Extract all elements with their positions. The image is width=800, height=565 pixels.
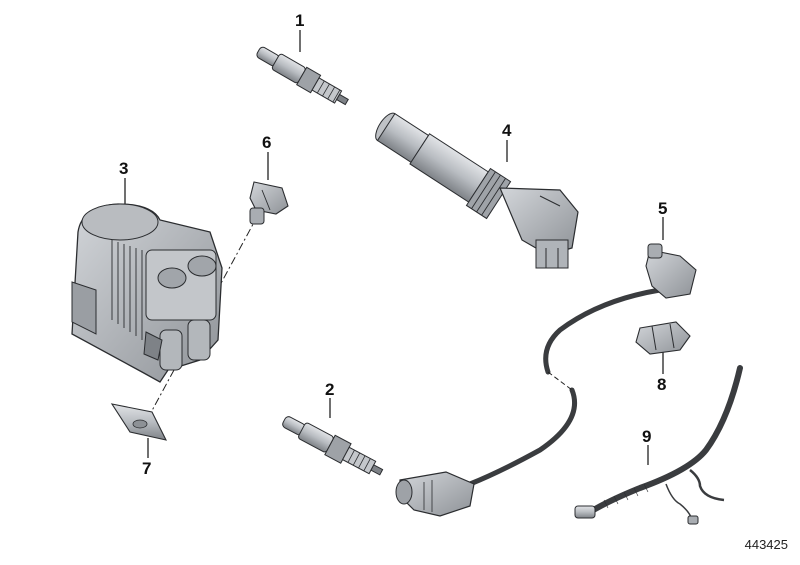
- cable-clip: [635, 321, 691, 355]
- leader-lines: [124, 30, 664, 465]
- callout-7[interactable]: 7: [142, 459, 152, 478]
- gasket: [110, 403, 168, 441]
- callout-2[interactable]: 2: [325, 380, 335, 399]
- callout-4[interactable]: 4: [502, 121, 512, 140]
- wiring-harness: [574, 365, 743, 525]
- spark-plug-cap-cable: [395, 243, 697, 517]
- spark-plug-lower: [282, 416, 384, 476]
- diagram-number: 443425: [744, 537, 788, 552]
- spark-plug-upper: [256, 46, 349, 106]
- callout-1[interactable]: 1: [295, 11, 305, 30]
- callout-6[interactable]: 6: [262, 133, 272, 152]
- callout-3[interactable]: 3: [119, 159, 129, 178]
- pencil-ignition-coil: [375, 112, 579, 269]
- callout-5[interactable]: 5: [658, 199, 668, 218]
- ignition-coil: [71, 203, 223, 383]
- callout-8[interactable]: 8: [657, 375, 667, 394]
- callout-9[interactable]: 9: [642, 427, 652, 446]
- coil-connector: [249, 181, 289, 225]
